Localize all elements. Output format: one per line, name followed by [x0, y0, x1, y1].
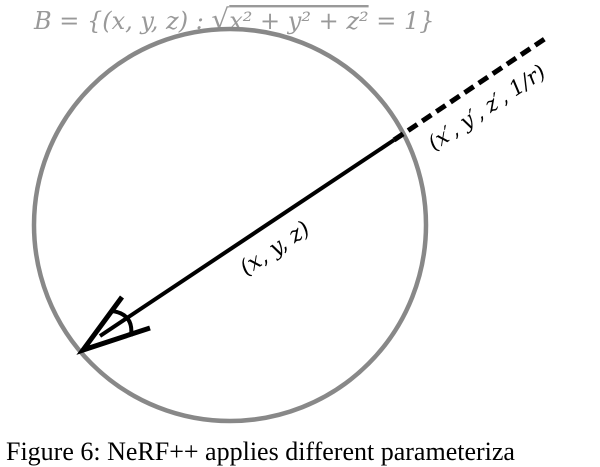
equation-lhs: B = {(x, y, z) :: [33, 7, 211, 35]
unit-sphere: [31, 26, 429, 424]
equation-rhs: = 1}: [369, 7, 435, 35]
inner-ray: [98, 138, 396, 338]
figure-caption: Figure 6: NeRF++ applies different param…: [6, 437, 515, 466]
outer-ray-dashed: [392, 33, 551, 143]
inner-point-label: (x, y, z): [235, 217, 314, 281]
eye-icon: [76, 295, 151, 355]
